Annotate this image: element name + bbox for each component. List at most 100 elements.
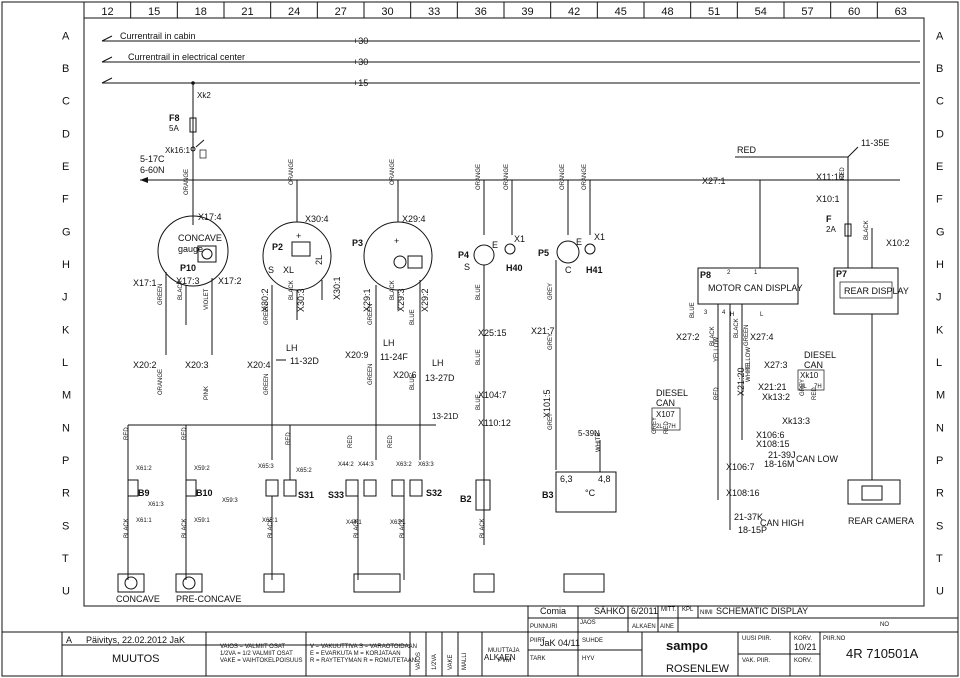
indicator-p4-h40: P4 E X1 S H40 <box>458 234 525 545</box>
wire-color-label: RED <box>714 387 720 400</box>
connector-label: X63:3 <box>418 462 434 468</box>
reference-label: 21-37K <box>734 512 763 522</box>
field-label: PUNNURI <box>530 624 558 630</box>
connector-labels-mid: X20:2 X20:3 X20:4 LH 11-32D X20:9 LH 11-… <box>133 326 600 438</box>
component-id: P10 <box>180 263 196 273</box>
lamp-icon <box>504 243 516 255</box>
pin-label: E <box>576 237 582 247</box>
gauge-p3: X29:4 P3 + X29:1 X29:3 X29:2 <box>352 214 433 460</box>
component-id: P5 <box>538 248 549 258</box>
pin-label: 2L <box>800 384 807 390</box>
fuse-rating: 2A <box>826 225 836 234</box>
row-letter: G <box>62 226 71 238</box>
connector-label: X106:7 <box>726 462 755 472</box>
switch-s31: X65:3 X65:2 S31 X65:1 <box>258 425 314 580</box>
row-letter: E <box>936 161 943 173</box>
row-label: A <box>66 635 72 645</box>
wire-color-label: GREEN <box>368 304 374 325</box>
wire-color-label: ORANGE <box>390 159 396 185</box>
connector-label: X17:3 <box>176 276 200 286</box>
gauge-name: gauge <box>178 244 203 254</box>
symbol-label: CONCAVE <box>116 594 160 604</box>
gauge-icon <box>124 576 138 590</box>
wire-color-label: ORANGE <box>504 164 510 190</box>
field-label: KORV. <box>794 636 812 642</box>
gauge-p10: X17:4 CONCAVE gauge P10 X17:3 X17:1 X17:… <box>133 212 242 355</box>
wire-color-label: GREY <box>548 413 554 430</box>
pin-label: S <box>464 262 470 272</box>
wire-color-label: BLACK <box>710 326 716 346</box>
column-number: 48 <box>661 6 673 18</box>
connector-label: X104:7 <box>478 390 507 400</box>
row-letter: S <box>936 520 943 532</box>
connector-label: X110:12 <box>478 418 511 428</box>
wire-color-label: BLACK <box>124 518 130 538</box>
revision-text: Päivitys, 22.02.2012 JaK <box>86 635 185 645</box>
field-label: PIIR.NO <box>823 636 846 642</box>
row-letter: G <box>936 226 945 238</box>
sensor-b9-b10: X61:2 B9 X61:3 X61:1 X59:2 B10 X59:3 X59… <box>127 425 238 580</box>
connector-label: X20:4 <box>247 360 271 370</box>
gauge-name: CONCAVE <box>178 233 222 243</box>
row-letter: R <box>62 488 70 500</box>
column-number: 18 <box>195 6 207 18</box>
wire-color-label: RED <box>388 435 394 448</box>
column-number: 36 <box>475 6 487 18</box>
right-section: RED 11-35E X27:1 X11:10 X10:1 F 2A X10:2… <box>651 138 914 535</box>
rail-value: +30 <box>353 36 368 46</box>
connector-label: X10:1 <box>816 194 840 204</box>
wire-color-label: BLUE <box>476 394 482 410</box>
company-label: Comia <box>540 606 566 616</box>
col-header: PVM <box>498 658 511 664</box>
row-letter: D <box>62 128 70 140</box>
row-letter: J <box>936 292 942 304</box>
component-id: B9 <box>138 488 150 498</box>
pin-label: 7H <box>668 424 676 430</box>
wire-color-label: GREY <box>548 283 554 300</box>
pin-label: 2L <box>314 255 324 265</box>
wire-color-label: GREEN <box>368 364 374 385</box>
row-letter: N <box>936 422 944 434</box>
title-block: A Päivitys, 22.02.2012 JaK MUUTOS VAIOS … <box>2 606 958 676</box>
svg-text:+: + <box>394 236 399 246</box>
document-number: 4R 710501A <box>846 646 919 661</box>
column-number: 45 <box>615 6 627 18</box>
col-header: MUUTTAJA <box>488 648 520 654</box>
component-id: P2 <box>272 242 283 252</box>
reference-label: 13-21D <box>432 412 458 421</box>
reference-label: 13-27D <box>425 373 455 383</box>
col-header: MITT. <box>661 607 676 613</box>
connector-label: X107 <box>656 410 675 419</box>
rail-value: +15 <box>353 78 368 88</box>
connector-label: X108:15 <box>756 439 790 449</box>
wire-color-label: ORANGE <box>184 169 190 195</box>
fuse-label: F <box>826 214 832 224</box>
row-letter: T <box>936 553 943 565</box>
direction-label: LH <box>286 343 298 353</box>
signal-label: CAN HIGH <box>760 518 804 528</box>
wire-color-label: BLACK <box>734 318 740 338</box>
rail-label: Currentrail in electrical center <box>128 52 245 62</box>
sheet-number: 10/21 <box>794 642 817 652</box>
connector-label: X61:1 <box>136 518 152 524</box>
wire-color-label: BLACK <box>480 518 486 538</box>
connector-label: X44:3 <box>358 462 374 468</box>
component-id: B3 <box>542 490 554 500</box>
row-letter: C <box>936 96 944 108</box>
pin-label: 2 <box>727 270 731 276</box>
wire-color-label: BLACK <box>390 280 396 300</box>
wire-color-label: RED <box>840 167 846 180</box>
column-number: 42 <box>568 6 580 18</box>
connector-label: X17:1 <box>133 278 157 288</box>
connector-label: X61:2 <box>136 466 152 472</box>
reference-label: 21-39J <box>768 450 796 460</box>
field-label: HYV <box>582 656 594 662</box>
wire-color-label: RED <box>812 387 818 400</box>
column-number: 15 <box>148 6 160 18</box>
wire-color-label: VIOLET <box>204 288 210 310</box>
component-name: REAR CAMERA <box>848 516 914 526</box>
connector-label: X17:4 <box>198 212 222 222</box>
field-label: AINE <box>660 624 674 630</box>
